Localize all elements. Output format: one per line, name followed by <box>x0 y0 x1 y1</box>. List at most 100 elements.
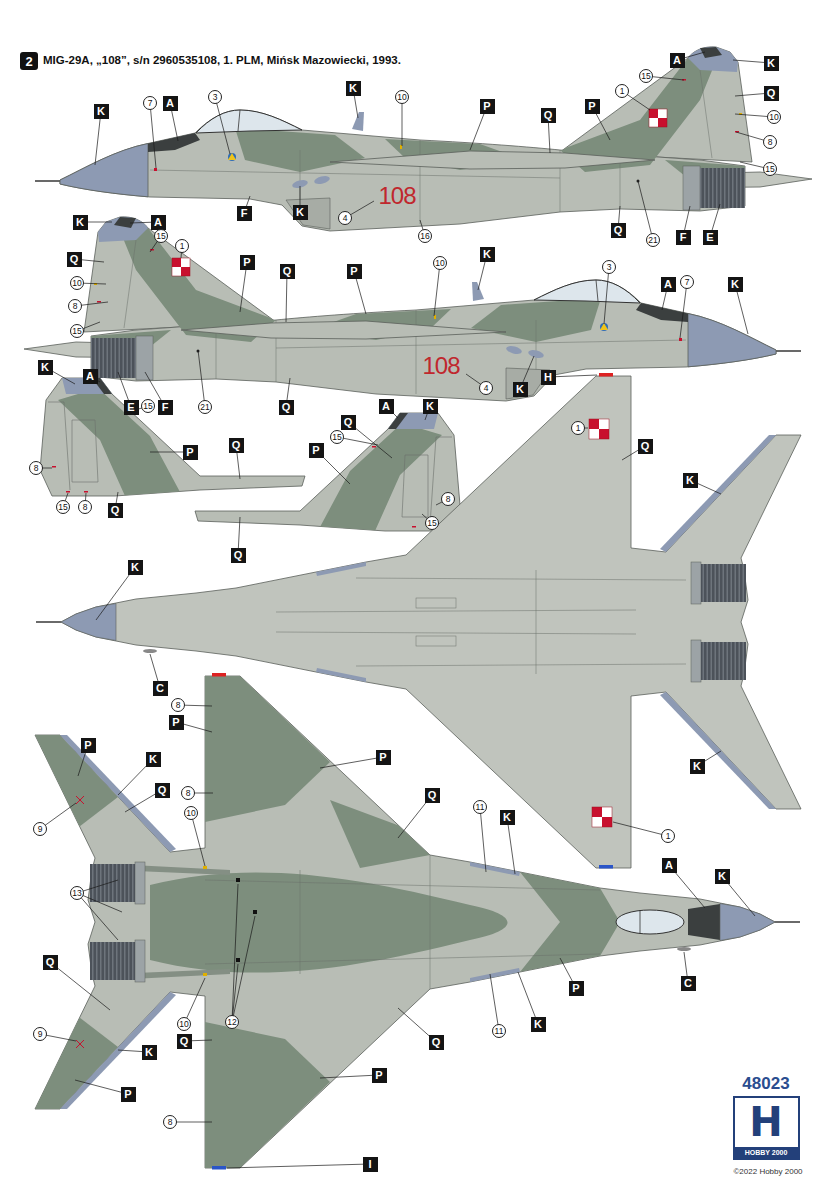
callout-text: Q <box>180 1036 189 1047</box>
callout-text: Q <box>70 254 79 265</box>
callout-text: 1 <box>180 242 185 251</box>
callout-text: 10 <box>186 809 195 818</box>
callout-text: 1 <box>666 832 671 841</box>
aircraft-illustration <box>203 866 207 869</box>
colour-callout: P <box>372 1068 387 1083</box>
callout-number: 15 <box>56 500 70 514</box>
colour-callout: P <box>480 99 495 114</box>
national-insignia <box>589 419 612 827</box>
callout-text: K <box>131 562 139 573</box>
leader-line <box>507 817 515 874</box>
leader-line <box>232 916 255 1022</box>
callout-text: Q <box>641 441 650 452</box>
aircraft-illustration <box>330 800 430 868</box>
callout-number: 4 <box>338 211 352 225</box>
leader-line <box>227 1164 370 1168</box>
colour-callout: F <box>158 400 173 415</box>
callout-number: 10 <box>767 110 781 124</box>
aircraft-illustration <box>599 373 613 377</box>
aircraft-illustration <box>24 216 801 401</box>
leader-line <box>198 350 205 407</box>
aircraft-illustration <box>35 46 812 231</box>
callout-number: 10 <box>395 90 409 104</box>
callout-number: 21 <box>198 400 212 414</box>
callout-text: 4 <box>343 214 348 223</box>
national-insignia <box>602 807 612 817</box>
aircraft-illustration <box>143 649 157 653</box>
callout-text: Q <box>344 417 353 428</box>
callout-text: Q <box>428 790 437 801</box>
callout-text: K <box>483 249 491 260</box>
colour-callout: F <box>237 206 252 221</box>
colour-callout: E <box>703 230 718 245</box>
callout-number: 12 <box>225 1015 239 1029</box>
leader-line <box>480 807 486 872</box>
colour-callout: Q <box>43 955 58 970</box>
colour-callout: K <box>146 752 161 767</box>
callout-number: 15 <box>154 229 168 243</box>
callout-number: 11 <box>492 1024 506 1038</box>
callout-text: K <box>41 362 49 373</box>
callout-text: P <box>243 257 250 268</box>
colour-callout: P <box>376 750 391 765</box>
colour-callout: K <box>480 247 495 262</box>
callout-text: 9 <box>38 1030 43 1039</box>
leader-line <box>680 282 687 338</box>
callout-text: P <box>588 101 595 112</box>
callout-text: 15 <box>72 327 81 336</box>
aircraft-illustration <box>205 676 330 822</box>
callout-number: 15 <box>763 162 777 176</box>
colour-callout: K <box>73 215 88 230</box>
aircraft-illustration <box>195 413 460 531</box>
callout-text: Q <box>283 266 292 277</box>
callout-text: K <box>534 1019 542 1030</box>
callout-text: 8 <box>186 789 191 798</box>
callout-number: 10 <box>433 256 447 270</box>
colour-callout: Q <box>108 503 123 518</box>
callout-text: 8 <box>768 138 773 147</box>
publisher-logo: HHOBBY 2000 <box>733 1096 800 1160</box>
colour-callout: P <box>585 99 600 114</box>
callout-number: 15 <box>330 430 344 444</box>
colour-callout: K <box>38 360 53 375</box>
callout-text: 3 <box>213 93 218 102</box>
national-insignia <box>602 817 612 827</box>
leader-line <box>320 1075 379 1078</box>
aircraft-illustration <box>236 958 240 962</box>
national-insignia <box>592 817 602 827</box>
callout-text: Q <box>282 402 291 413</box>
callout-number: 3 <box>602 260 616 274</box>
callout-text: 4 <box>484 384 489 393</box>
aircraft-illustration <box>212 1166 226 1170</box>
tactical-number: 108 <box>378 184 415 208</box>
leader-line <box>96 567 135 620</box>
callout-text: 1 <box>576 424 581 433</box>
colour-callout: P <box>169 715 184 730</box>
callout-text: 11 <box>495 1027 504 1036</box>
callout-text: K <box>296 207 304 218</box>
colour-callout: A <box>661 277 676 292</box>
colour-callout: Q <box>541 108 556 123</box>
national-insignia <box>592 807 612 827</box>
callout-text: K <box>97 106 105 117</box>
colour-callout: Q <box>280 264 295 279</box>
callout-text: P <box>350 266 357 277</box>
callout-text: 10 <box>72 279 81 288</box>
colour-callout: P <box>183 445 198 460</box>
callout-number: 1 <box>615 84 629 98</box>
leader-line <box>215 97 230 154</box>
leader-line <box>735 284 748 334</box>
callout-text: K <box>426 401 434 412</box>
callout-text: 16 <box>420 232 429 241</box>
callout-text: Q <box>158 785 167 796</box>
colour-callout: A <box>163 96 178 111</box>
callout-text: K <box>349 83 357 94</box>
national-insignia <box>599 419 609 429</box>
colour-callout: K <box>94 104 109 119</box>
callout-text: 7 <box>148 99 153 108</box>
national-insignia <box>649 109 658 118</box>
colour-callout: P <box>309 443 324 458</box>
callout-number: 1 <box>571 421 585 435</box>
